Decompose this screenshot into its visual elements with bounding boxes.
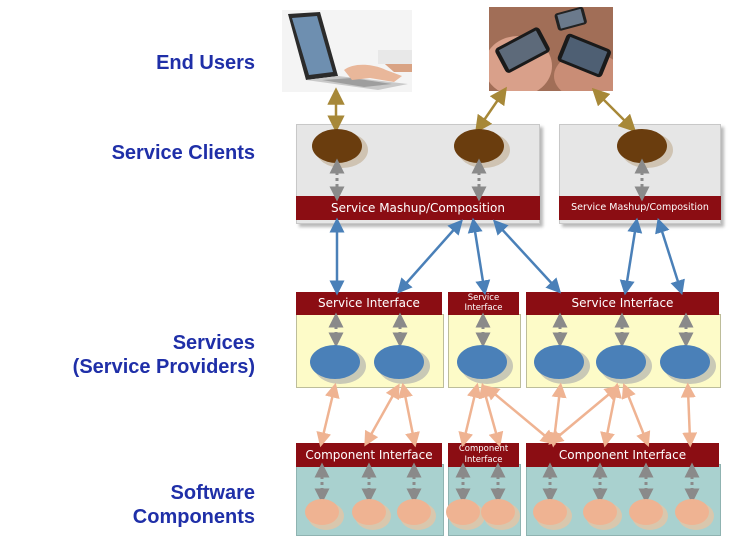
component-node (629, 499, 663, 525)
smartphones-icon (488, 6, 614, 92)
blue-arrow (397, 219, 463, 294)
client-dotted-links (329, 158, 650, 202)
service-interface-label: Service Interface (571, 296, 674, 310)
client-service-arrows (329, 217, 685, 296)
service-interface-label: Service Interface (318, 296, 420, 310)
mobile-users-image (488, 6, 614, 92)
component-node (446, 499, 480, 525)
service-component-arrows (316, 382, 698, 448)
component-interface-label: Component Interface (305, 448, 433, 462)
laptop-icon (282, 10, 412, 92)
peach-arrow (458, 382, 482, 448)
blue-arrow (619, 217, 643, 296)
service-mashup-label: Service Mashup/Composition (331, 201, 505, 215)
service-interface-label-line2: Interface (464, 303, 503, 313)
service-interface-bar-middle: Service Interface (448, 292, 519, 315)
client-nodes (312, 129, 673, 168)
user-client-arrows (327, 86, 637, 134)
client-node (312, 129, 362, 163)
layer-label-software-components: Software Components (133, 481, 255, 529)
peach-arrow (484, 385, 556, 445)
component-interface-label: Component Interface (558, 448, 687, 462)
layer-label-end-users: End Users (156, 51, 255, 75)
component-nodes (305, 499, 714, 530)
laptop-user-image (282, 10, 412, 92)
service-providers-label: (Service Providers) (72, 356, 255, 378)
peach-arrow (548, 385, 620, 445)
component-node (305, 499, 339, 525)
blue-arrow (655, 217, 685, 296)
component-node (583, 499, 617, 525)
component-node (481, 499, 515, 525)
service-dotted-links (328, 312, 694, 348)
component-dotted-links (314, 462, 700, 504)
peach-arrow (398, 382, 420, 448)
service-interface-label-line1: Service (467, 293, 500, 303)
peach-arrow (316, 382, 340, 448)
client-node (617, 129, 667, 163)
component-node (675, 499, 709, 525)
services-label: Services (172, 332, 255, 354)
service-node (596, 345, 646, 379)
component-interface-label-line2: Interface (464, 455, 503, 465)
component-node (352, 499, 386, 525)
blue-arrow (492, 219, 562, 294)
service-node (310, 345, 360, 379)
service-node (374, 345, 424, 379)
layer-label-service-clients: Service Clients (112, 141, 255, 165)
component-interface-label-line1: Component (458, 444, 509, 454)
service-node (660, 345, 710, 379)
component-node (533, 499, 567, 525)
components-label: Components (132, 506, 255, 528)
blue-arrow (467, 217, 491, 296)
peach-arrow (364, 383, 400, 447)
service-nodes (310, 345, 716, 384)
peach-arrow (680, 382, 698, 448)
peach-arrow (547, 382, 567, 448)
software-label: Software (170, 482, 255, 504)
peach-arrow (600, 382, 622, 448)
end-users-label: End Users (156, 52, 255, 74)
peach-arrow (478, 382, 504, 448)
service-clients-label: Service Clients (111, 142, 255, 164)
service-mashup-label: Service Mashup/Composition (571, 202, 709, 213)
service-node (457, 345, 507, 379)
client-node (454, 129, 504, 163)
user-arrow (475, 86, 507, 134)
component-node (397, 499, 431, 525)
layer-label-services: Services (Service Providers) (73, 331, 255, 379)
service-interface-bar-right: Service Interface (526, 292, 719, 315)
service-interface-bar-left: Service Interface (296, 292, 442, 315)
service-node (534, 345, 584, 379)
peach-arrow (621, 383, 651, 447)
user-arrow (591, 87, 637, 133)
